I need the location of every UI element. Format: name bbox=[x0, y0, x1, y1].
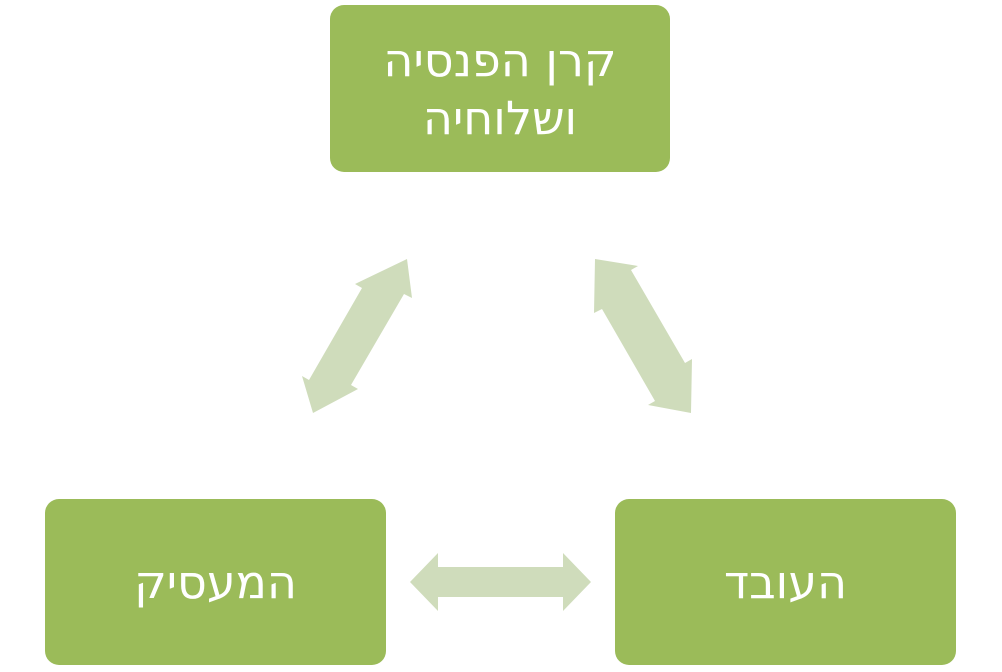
pension-fund-label: קרן הפנסיה ושלוחיה bbox=[383, 32, 617, 145]
employee-label: העובד bbox=[723, 555, 848, 609]
employer-box: המעסיק bbox=[45, 499, 386, 665]
employee-box: העובד bbox=[615, 499, 956, 665]
arrow-pension-employee bbox=[594, 259, 692, 413]
arrow-employer-employee bbox=[410, 553, 591, 611]
arrow-pension-employer bbox=[302, 259, 412, 413]
employer-label: המעסיק bbox=[134, 555, 297, 609]
pension-fund-box: קרן הפנסיה ושלוחיה bbox=[330, 5, 670, 172]
